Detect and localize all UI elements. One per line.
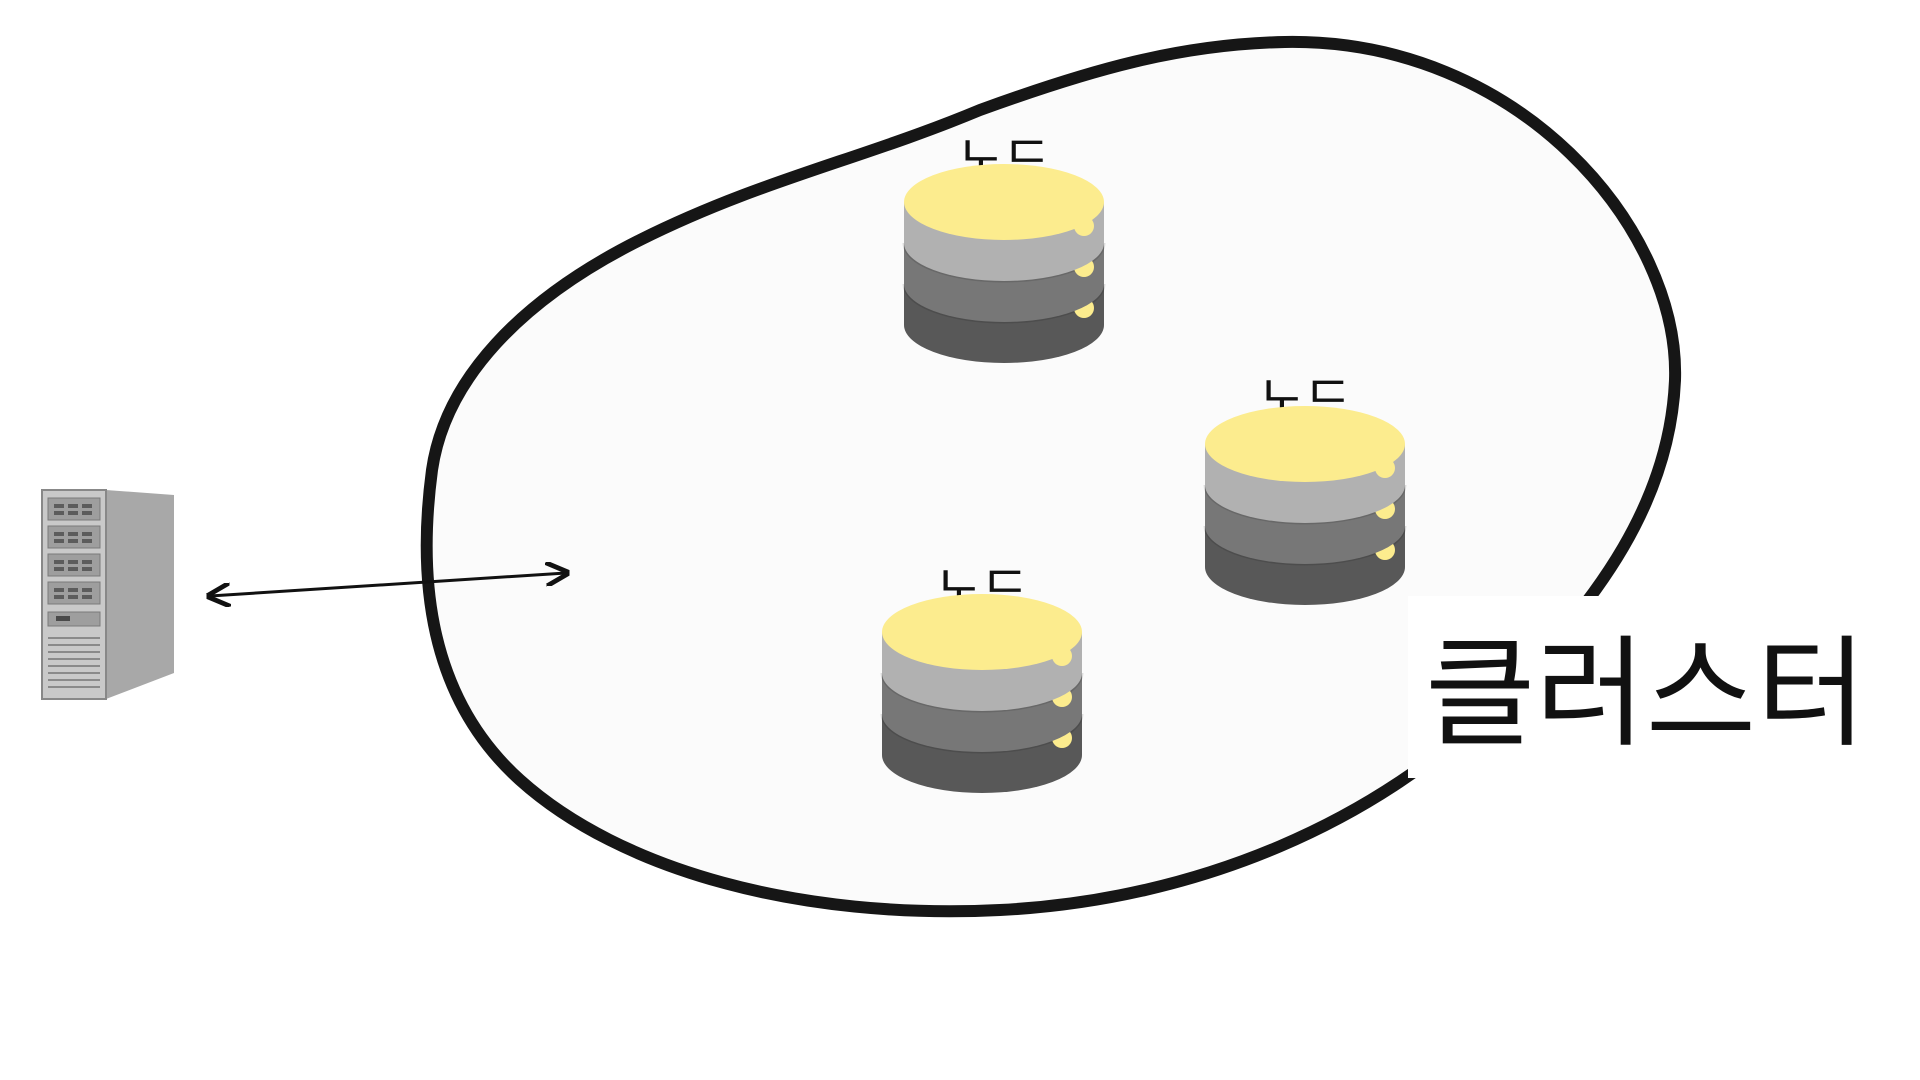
node-2: 노드 [1203,372,1407,605]
connection-arrow [210,573,566,596]
node-1: 노드 [902,132,1106,363]
database-disk-icon [1203,406,1407,605]
node-3: 노드 [880,562,1084,793]
cluster-label-background [1408,596,1900,778]
database-disk-icon [902,164,1106,363]
database-disk-icon [880,594,1084,793]
server-tower-icon [41,489,174,700]
cluster-boundary [420,35,1682,918]
cluster-label: 클러스터 [1425,625,1867,764]
